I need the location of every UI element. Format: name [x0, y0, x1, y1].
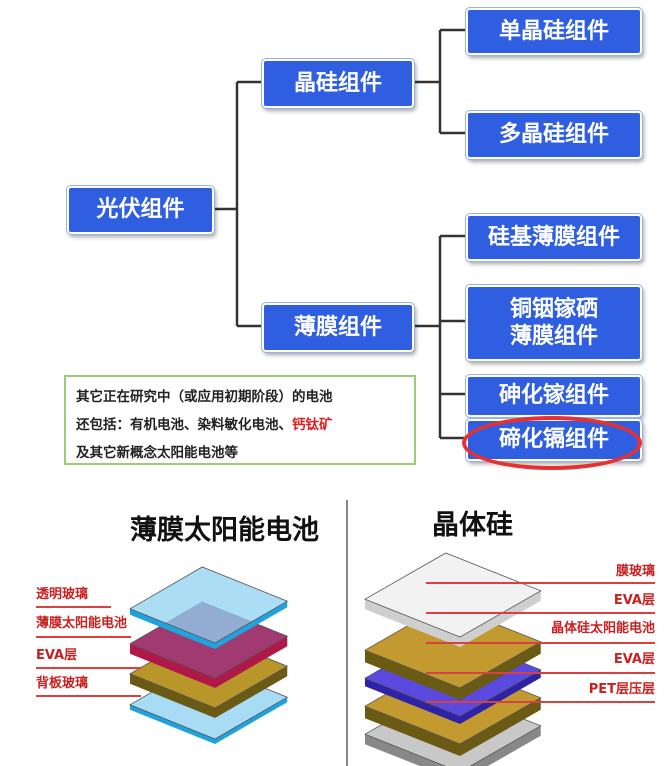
panel-divider [346, 500, 348, 766]
tf-line-2 [36, 667, 141, 669]
node-poly-si: 多晶硅组件 [465, 110, 643, 160]
note-line2: 还包括：有机电池、染料敏化电池、 [76, 417, 292, 433]
cs-label-1: EVA层 [613, 593, 655, 608]
tree-connectors [212, 28, 466, 440]
tf-layer-glass [129, 566, 289, 649]
cigs-line2: 薄膜组件 [509, 324, 598, 349]
cs-label-0: 膜玻璃 [615, 564, 655, 579]
highlight-ellipse [462, 416, 642, 470]
cigs-line1: 铜铟镓硒 [509, 296, 598, 322]
tf-label-3: 背板玻璃 [36, 676, 89, 691]
note-box: 其它正在研究中（或应用初期阶段）的电池 还包括：有机电池、染料敏化电池、钙钛矿 … [64, 375, 416, 465]
node-si-thin-film: 硅基薄膜组件 [465, 213, 643, 262]
cs-line-0 [426, 582, 655, 584]
node-pv-module: 光伏组件 [66, 185, 215, 235]
thin-film-title: 薄膜太阳能电池 [130, 515, 319, 546]
cs-line-1 [426, 612, 655, 614]
note-line3: 及其它新概念太阳能电池等 [76, 445, 238, 461]
tf-label-1: 薄膜太阳能电池 [36, 616, 128, 631]
cs-label-4: PET层压层 [588, 682, 655, 697]
cs-line-2 [426, 642, 655, 644]
tf-label-0: 透明玻璃 [36, 587, 89, 602]
cs-layer-glass [364, 552, 542, 647]
node-thin-film-module: 薄膜组件 [261, 302, 415, 353]
note-line1: 其它正在研究中（或应用初期阶段）的电池 [76, 389, 333, 405]
cs-label-3: EVA层 [613, 652, 655, 667]
cs-label-2: 晶体硅太阳能电池 [550, 621, 655, 636]
tf-line-1 [36, 636, 131, 638]
tf-line-3 [36, 695, 141, 697]
tf-label-2: EVA层 [36, 648, 78, 663]
note-highlight: 钙钛矿 [292, 417, 333, 433]
tf-line-0 [36, 606, 111, 608]
node-gaas: 砷化镓组件 [465, 374, 643, 418]
crystal-title: 晶体硅 [432, 510, 513, 541]
node-cigs: 铜铟镓硒 薄膜组件 [465, 284, 643, 362]
node-mono-si: 单晶硅组件 [465, 7, 643, 56]
cs-line-4 [426, 701, 655, 703]
node-crystalline-module: 晶硅组件 [261, 58, 415, 109]
cs-line-3 [426, 672, 655, 674]
